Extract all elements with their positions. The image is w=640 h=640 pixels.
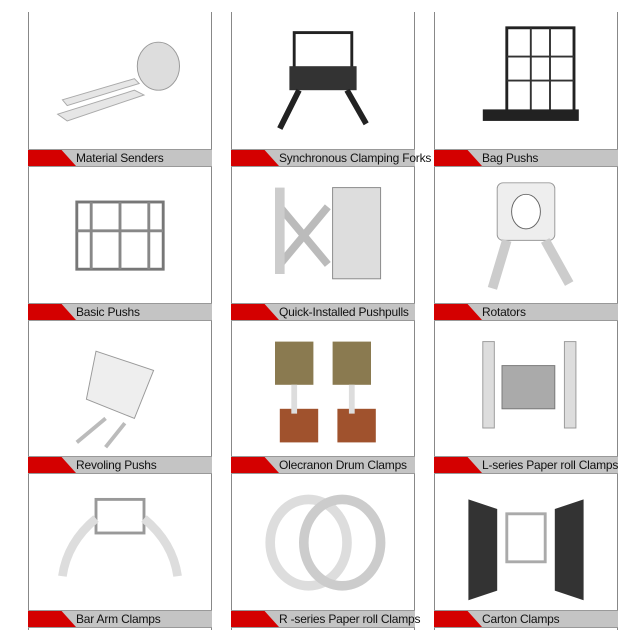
product-image[interactable] [435, 173, 617, 303]
product-tile[interactable]: Carton Clamps [434, 476, 618, 630]
caption-bar: Synchronous Clamping Forks [231, 149, 432, 167]
red-accent [28, 457, 76, 473]
product-label[interactable]: L-series Paper roll Clamps [482, 458, 619, 472]
caption-bar: Revoling Pushs [28, 456, 212, 474]
product-image[interactable] [435, 480, 617, 610]
caption-bar: Olecranon Drum Clamps [231, 456, 415, 474]
product-label[interactable]: Quick-Installed Pushpulls [279, 305, 409, 319]
product-label[interactable]: Basic Pushs [76, 305, 140, 319]
product-image[interactable] [232, 16, 414, 149]
red-accent [28, 304, 76, 320]
product-image[interactable] [435, 327, 617, 456]
product-tile[interactable]: Basic Pushs [28, 169, 212, 323]
product-label[interactable]: Revoling Pushs [76, 458, 157, 472]
product-label[interactable]: Olecranon Drum Clamps [279, 458, 407, 472]
product-image[interactable] [29, 173, 211, 303]
caption-bar: Bag Pushs [434, 149, 618, 167]
product-label[interactable]: Bag Pushs [482, 151, 539, 165]
caption-bar: Carton Clamps [434, 610, 618, 628]
red-accent [434, 457, 482, 473]
product-image[interactable] [435, 16, 617, 149]
caption-bar: Material Senders [28, 149, 212, 167]
red-accent [434, 611, 482, 627]
red-accent [28, 150, 76, 166]
product-label[interactable]: Synchronous Clamping Forks [279, 151, 432, 165]
product-tile[interactable]: Rotators [434, 169, 618, 323]
product-image[interactable] [29, 327, 211, 456]
product-label[interactable]: R -series Paper roll Clamps [279, 612, 421, 626]
product-image[interactable] [232, 327, 414, 456]
product-tile[interactable]: Olecranon Drum Clamps [231, 323, 415, 476]
red-accent [231, 150, 279, 166]
red-accent [231, 611, 279, 627]
red-accent [434, 304, 482, 320]
product-image[interactable] [29, 16, 211, 149]
product-tile[interactable]: Quick-Installed Pushpulls [231, 169, 415, 323]
product-tile[interactable]: Revoling Pushs [28, 323, 212, 476]
red-accent [231, 457, 279, 473]
product-tile[interactable]: Bar Arm Clamps [28, 476, 212, 630]
caption-bar: Basic Pushs [28, 303, 212, 321]
product-image[interactable] [232, 480, 414, 610]
product-label[interactable]: Bar Arm Clamps [76, 612, 161, 626]
caption-bar: R -series Paper roll Clamps [231, 610, 421, 628]
red-accent [231, 304, 279, 320]
product-grid: Material Senders Synchronous Clamping Fo… [28, 12, 618, 630]
product-tile[interactable]: R -series Paper roll Clamps [231, 476, 421, 630]
product-tile[interactable]: Bag Pushs [434, 12, 618, 169]
product-tile[interactable]: Material Senders [28, 12, 212, 169]
caption-bar: Quick-Installed Pushpulls [231, 303, 415, 321]
caption-bar: Bar Arm Clamps [28, 610, 212, 628]
caption-bar: Rotators [434, 303, 618, 321]
red-accent [28, 611, 76, 627]
product-label[interactable]: Material Senders [76, 151, 164, 165]
red-accent [434, 150, 482, 166]
product-image[interactable] [29, 480, 211, 610]
product-tile[interactable]: Synchronous Clamping Forks [231, 12, 432, 169]
product-label[interactable]: Carton Clamps [482, 612, 560, 626]
product-image[interactable] [232, 173, 414, 303]
product-label[interactable]: Rotators [482, 305, 526, 319]
caption-bar: L-series Paper roll Clamps [434, 456, 618, 474]
product-tile[interactable]: L-series Paper roll Clamps [434, 323, 618, 476]
